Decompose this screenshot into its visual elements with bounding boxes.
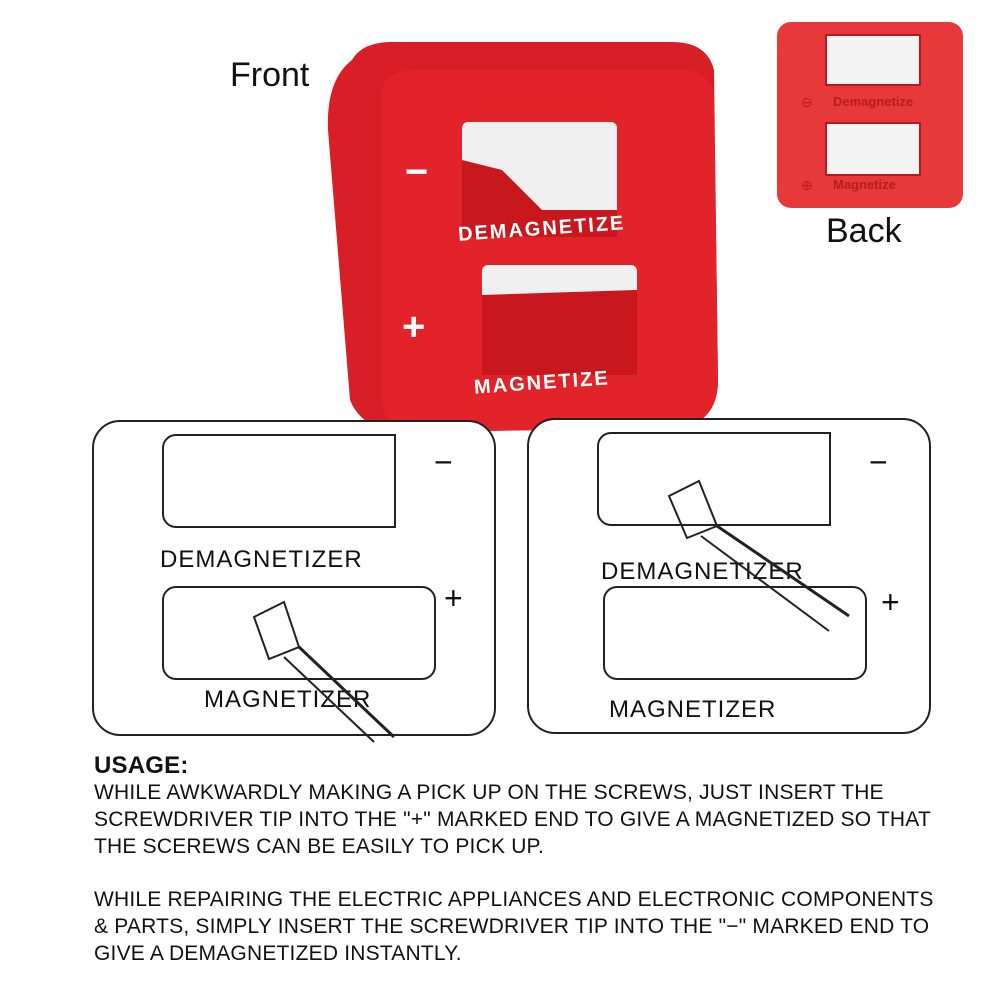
diagram-demagnetizing: − DEMAGNETIZER + MAGNETIZER	[527, 418, 931, 734]
demagnetizer-slot-drawing	[162, 434, 396, 528]
front-product-image	[322, 40, 722, 435]
minus-circle-icon: ⊖	[801, 94, 813, 110]
magnetizer-caption: MAGNETIZER	[204, 686, 372, 713]
minus-sign: −	[405, 150, 429, 194]
plus-sign: +	[881, 584, 900, 620]
back-magnetize-label: Magnetize	[833, 177, 896, 192]
magnetizer-slot-drawing	[603, 586, 867, 680]
demagnetizer-caption: DEMAGNETIZER	[160, 546, 363, 573]
diagram-magnetizing: − DEMAGNETIZER + MAGNETIZER	[92, 420, 496, 743]
demagnetizer-slot-drawing	[597, 432, 831, 526]
magnetizer-block-icon	[327, 42, 718, 432]
demagnetize-slot	[825, 34, 921, 86]
usage-heading: USAGE:	[94, 752, 189, 779]
magnetizer-slot-drawing	[162, 586, 436, 680]
usage-paragraph-demagnetize: WHILE REPAIRING THE ELECTRIC APPLIANCES …	[94, 888, 934, 965]
screwdriver-icon	[667, 479, 850, 632]
usage-instructions: USAGE: WHILE AWKWARDLY MAKING A PICK UP …	[94, 752, 934, 993]
front-label: Front	[230, 56, 310, 94]
plus-circle-icon: ⊕	[801, 177, 813, 193]
minus-sign: −	[434, 444, 453, 480]
minus-sign: −	[869, 444, 888, 480]
screwdriver-icon	[252, 600, 396, 743]
back-demagnetize-label: Demagnetize	[833, 94, 914, 109]
plus-sign: +	[402, 305, 426, 349]
back-product-image: ⊖ Demagnetize ⊕ Magnetize	[777, 22, 963, 208]
magnetize-slot	[825, 122, 921, 176]
plus-sign: +	[444, 580, 463, 616]
back-label: Back	[826, 212, 902, 250]
magnetizer-caption: MAGNETIZER	[609, 696, 777, 723]
usage-paragraph-magnetize: WHILE AWKWARDLY MAKING A PICK UP ON THE …	[94, 781, 931, 858]
